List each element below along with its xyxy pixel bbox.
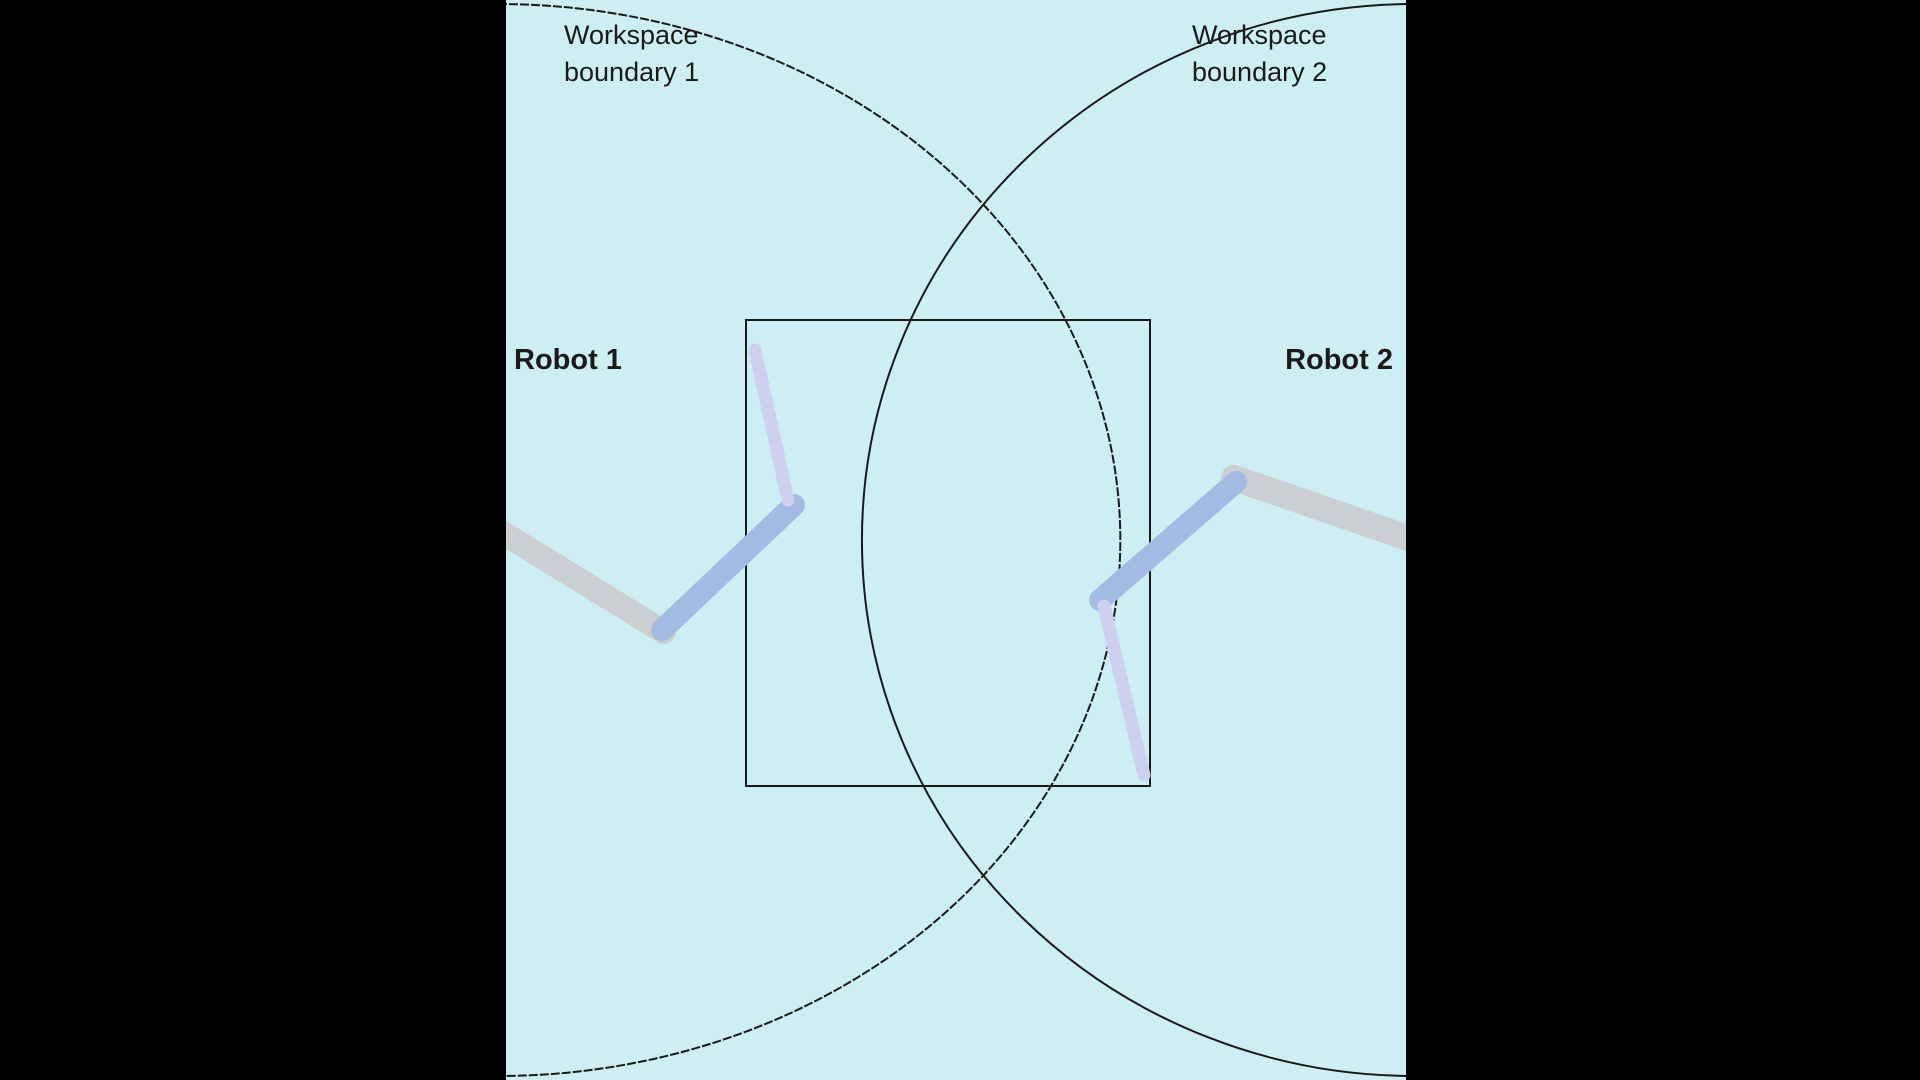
robot-1-label: Robot 1: [514, 344, 622, 376]
robot-1-end-link: [748, 343, 795, 507]
workspace-boundary-1-label: Workspace boundary 1: [564, 20, 706, 87]
workspace-boundary-2-label-line-1: Workspace: [1192, 20, 1327, 50]
workspace-boundary-2-label: Workspace boundary 2: [1192, 20, 1334, 87]
robot-2-base-link: [1221, 465, 1406, 551]
workspace-boundary-1-label-line-1: Workspace: [564, 20, 699, 50]
workspace-boundary-1-label-line-2: boundary 1: [564, 57, 699, 87]
robot-1-base-link: [506, 520, 676, 644]
robot-2-end-link: [1097, 599, 1151, 782]
robot-1-mid-link: [651, 494, 805, 641]
robot-2-label: Robot 2: [1285, 344, 1393, 376]
workspace-boundary-1-arc: [506, 3, 1122, 1077]
robot-2-mid-link: [1089, 471, 1247, 611]
workspace-boundary-2-arc: [861, 3, 1406, 1077]
robot-2-arm: [1089, 465, 1406, 782]
diagram-canvas: [506, 0, 1406, 1080]
robot-1-arm: [506, 343, 805, 644]
workspace-boundary-2-label-line-2: boundary 2: [1192, 57, 1327, 87]
